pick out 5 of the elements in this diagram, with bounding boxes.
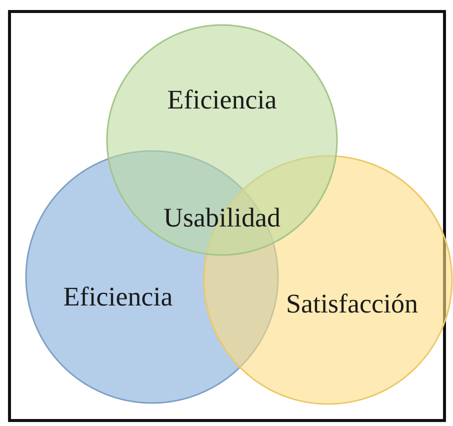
circle-label: Satisfacción: [286, 288, 418, 320]
venn-circle: [106, 24, 338, 256]
center-label: Usabilidad: [164, 202, 280, 234]
circle-label: Eficiencia: [63, 282, 173, 312]
circle-label: Eficiencia: [167, 84, 277, 116]
